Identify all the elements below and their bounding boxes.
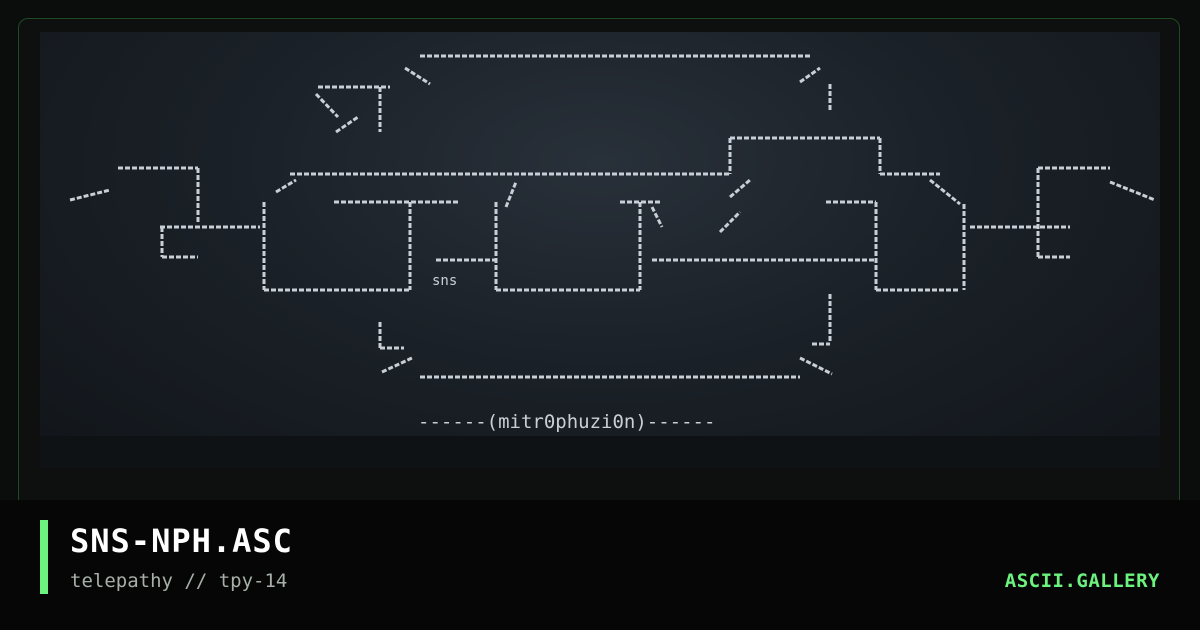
ascii-artwork: sns ------(mitr0phuzi0n)------ [40,32,1160,468]
ascii-art-drawing: sns ------(mitr0phuzi0n)------ [69,54,1156,433]
card-title: SNS-NPH.ASC [70,522,293,560]
ascii-signature: ------(mitr0phuzi0n)------ [418,411,715,433]
brand-link[interactable]: ASCII.GALLERY [1004,570,1160,592]
artwork-bottom-band [40,436,1160,468]
ascii-small-label: sns [432,273,457,289]
card-footer [0,500,1200,630]
card-subtitle: telepathy // tpy-14 [70,570,288,592]
accent-bar [40,520,48,594]
